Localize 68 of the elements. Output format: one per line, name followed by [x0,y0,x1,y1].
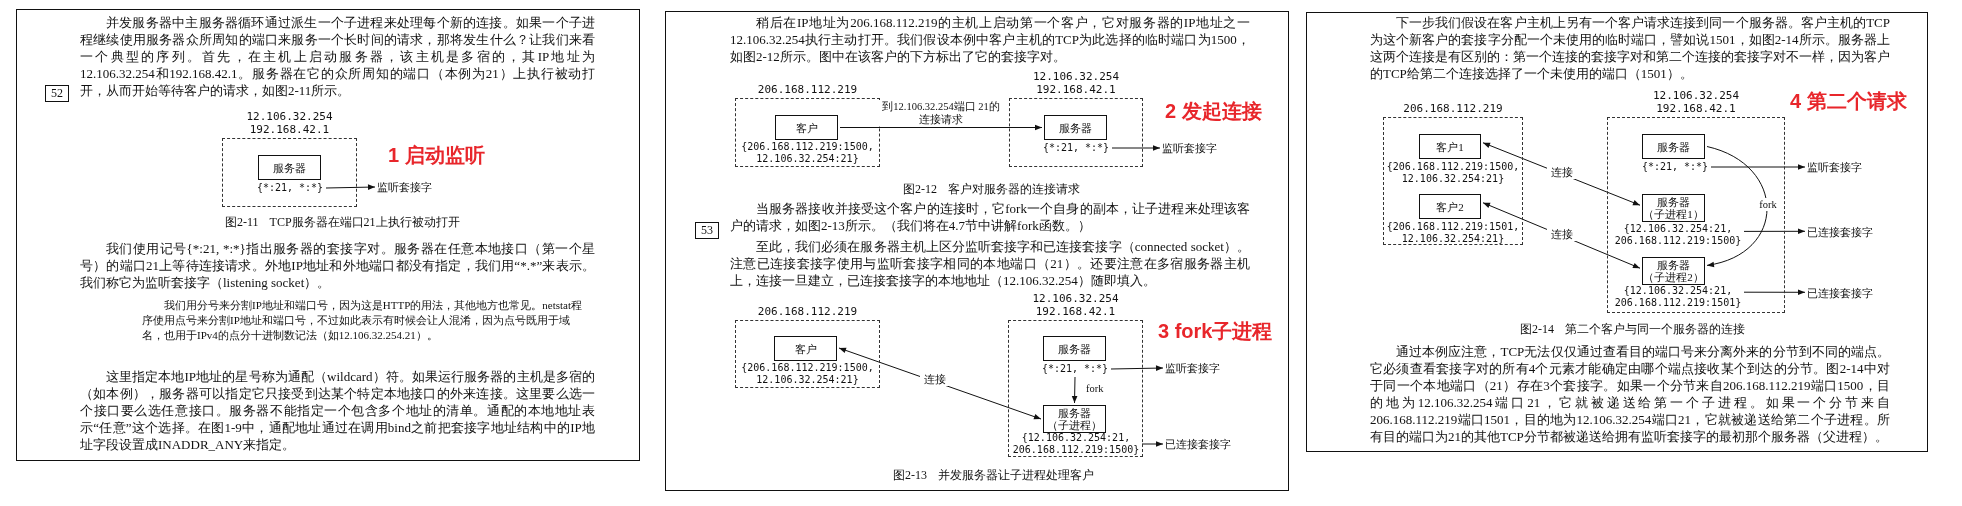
page-number: 53 [695,222,719,239]
body-paragraph: 通过本例应注意，TCP无法仅仅通过查看目的端口号来分离外来的分节到不同的端点。它必须查看套接字对的所有4个元素才能确定由哪个端点接收某个到达的分节。图2-14中对于同一个本地端口（21）存在3个套接字。如果一个分节来自206.168.112.219端口1500，目的地为12.106.32.254端口21，它就被递送给第一个子进程。如果一个分节来自206.168.112.219端口1501，目的地为12.106.32.254端口21，它就被递送给第二个子进程。所有目的端口为21的其他TCP分节都被递送给拥有监听套接字的最初那个服务器（父进程）。 [1370,343,1890,445]
body-paragraph: 我们使用记号{*:21, *:*}指出服务器的套接字对。服务器在任意本地接口（第一个星号）的端口21上等待连接请求。外地IP地址和外地端口都没有指定，我们用“*.*”来表示。我们称它为监听套接字（listening socket）。 [80,240,595,291]
figure-caption: 图2-11 TCP服务器在端口21上执行被动打开 [225,214,460,231]
step-annotation: 4 第二个请求 [1790,89,1907,114]
process-box: 服务器 [1642,134,1705,159]
arrow [1110,365,1164,371]
process-box: 客户 [775,115,838,140]
process-box: 客户 [774,336,837,361]
step-annotation: 2 发起连接 [1165,99,1262,124]
page-number: 52 [45,85,69,102]
arrow [1706,146,1768,267]
socket-pair-label: {206.168.112.219:1501, 12.106.32.254:21} [1385,221,1521,245]
socket-type-label: 监听套接字 [377,180,447,194]
body-paragraph: 当服务器接收并接受这个客户的连接时，它fork一个自身的副本，让子进程来处理该客户的请求，如图2-13所示。（我们将在4.7节中讲解fork函数。） [730,200,1250,234]
socket-type-label: 监听套接字 [1162,141,1232,155]
body-paragraph: 至此，我们必须在服务器主机上区分监听套接字和已连接套接字（connected socket）。注意已连接套接字使用与监听套接字相同的本地端口（21）。还要注意在多宿服务器主机上，连接一旦建立，已连接套接字的本地地址（12.106.32.254）随即填入。 [730,238,1250,289]
socket-pair-label: {12.106.32.254:21, 206.168.112.219:1500} [1614,223,1742,247]
arrow [1141,441,1164,447]
body-paragraph: 下一步我们假设在客户主机上另有一个客户请求连接到同一个服务器。客户主机的TCP为这个新客户的套接字分配一个未使用的临时端口，譬如说1501，如图2-14所示。服务器上这两个连接是有区别的：第一个连接的套接字对和第二个连接的套接字对不一样，因为客户的TCP给第二个连接选择了一个未使用的端口（1501）。 [1370,14,1890,82]
arrow [1111,145,1161,151]
figure-caption: 图2-13 并发服务器让子进程处理客户 [893,467,1094,484]
arrow [1743,228,1806,235]
note-paragraph: 我们用分号来分割IP地址和端口号，因为这是HTTP的用法，其他地方也常见。netstat程序使用点号来分割IP地址和端口号，不过如此表示有时候会让人混淆，因为点号既用于域名，也用于IPv4的点分十进制数记法（如12.106.32.254.21）。 [142,298,583,343]
arrow [1710,164,1806,170]
edge-label: 连接 [1546,228,1577,242]
edge-label: 连接 [1546,165,1577,179]
body-paragraph: 并发服务器中主服务器循环通过派生一个子进程来处理每个新的连接。如果一个子进程继续使用服务器众所周知的端口来服务一个长时间的请求，那将发生什么？让我们来看一个典型的序列。首先，在主机上启动服务器，该主机是多宿的，其IP地址为12.106.32.254和192.168.42.1。服务器在它的众所周知的端口（本例为21）上执行被动打开，从而开始等待客户的请求，如图2-11所示。 [80,14,595,99]
socket-pair-label: {12.106.32.254:21, 206.168.112.219:1500} [1012,432,1140,456]
process-box: 服务器 [1043,336,1106,361]
socket-pair-label: {*:21, *:*} [1041,363,1109,375]
socket-type-label: 监听套接字 [1807,160,1877,174]
ip-address-label: 206.168.112.219 [1402,102,1504,115]
step-annotation: 1 启动监听 [388,143,485,168]
socket-pair-label: {*:21, *:*} [256,182,324,194]
socket-type-label: 监听套接字 [1165,361,1235,375]
socket-type-label: 已连接套接字 [1807,225,1887,239]
ip-address-label: 12.106.32.254 192.168.42.1 [1651,89,1741,115]
process-box: 客户1 [1419,134,1481,159]
body-paragraph: 稍后在IP地址为206.168.112.219的主机上启动第一个客户，它对服务器的IP地址之一12.106.32.254执行主动打开。我们假设本例中客户主机的TCP为此选择的临时端口为1500，如图2-12所示。图中在该客户的下方标出了它的套接字对。 [730,14,1250,65]
process-box: 服务器（子进程1） [1642,194,1705,222]
process-box: 服务器（子进程） [1043,405,1106,433]
edge-label: 连接 [920,372,950,386]
socket-pair-label: {206.168.112.219:1500, 12.106.32.254:21} [738,141,877,165]
socket-pair-label: {206.168.112.219:1500, 12.106.32.254:21} [1385,161,1521,185]
step-annotation: 3 fork子进程 [1158,319,1273,344]
process-box: 服务器（子进程2） [1642,257,1705,285]
figure-caption: 图2-12 客户对服务器的连接请求 [903,181,1080,198]
body-paragraph: 这里指定本地IP地址的星号称为通配（wildcard）符。如果运行服务器的主机是多宿的（如本例），服务器可以指定它只接受到达某个特定本地接口的外来连接。这里要么选一个接口要么选任意接口。服务器不能指定一个包含多个地址的清单。通配的本地地址表示“任意”这个选择。在图1-9中，通配地址通过在调用bind之前把套接字地址结构中的IP地址字段设置成INADDR_ANY来指定。 [80,368,595,453]
arrow [1743,289,1806,296]
socket-pair-label: {*:21, *:*} [1042,142,1110,154]
figure-caption: 图2-14 第二个客户与同一个服务器的连接 [1520,321,1745,338]
arrow [839,124,1043,131]
ip-address-label: 12.106.32.254 192.168.42.1 [245,110,334,136]
arrow [325,184,376,190]
arrow [1071,376,1078,404]
socket-pair-label: {*:21, *:*} [1641,161,1709,173]
process-box: 服务器 [1044,115,1107,140]
socket-pair-label: {12.106.32.254:21, 206.168.112.219:1501} [1614,285,1742,309]
ip-address-label: 12.106.32.254 192.168.42.1 [1031,292,1120,318]
ip-address-label: 206.168.112.219 [756,83,859,96]
socket-pair-label: {206.168.112.219:1500, 12.106.32.254:21} [738,362,877,386]
ip-address-label: 206.168.112.219 [756,305,859,318]
ip-address-label: 12.106.32.254 192.168.42.1 [1031,70,1121,96]
socket-type-label: 已连接套接字 [1807,286,1887,300]
process-box: 服务器 [258,155,321,180]
process-box: 客户2 [1419,194,1481,219]
socket-type-label: 已连接套接字 [1165,437,1245,451]
